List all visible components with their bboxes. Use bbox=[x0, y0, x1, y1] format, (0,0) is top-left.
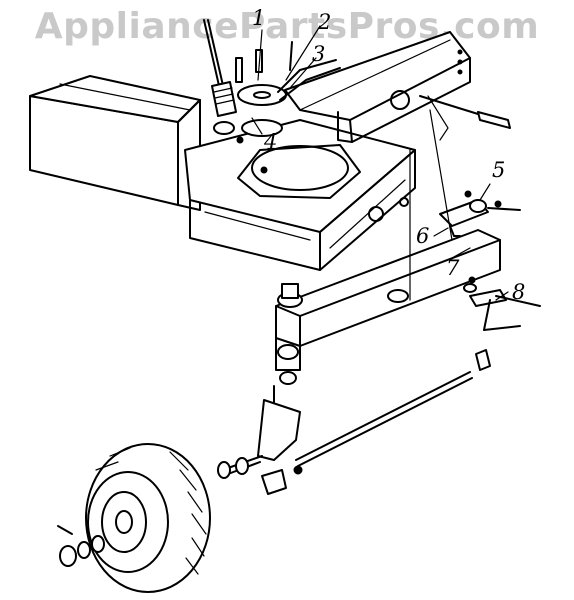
callout-2: 2 bbox=[318, 10, 332, 34]
callout-3: 3 bbox=[312, 42, 326, 66]
frame-bolt bbox=[419, 95, 511, 141]
front-wheel bbox=[85, 443, 211, 593]
upper-frame-member bbox=[284, 31, 471, 143]
callout-4: 4 bbox=[264, 130, 278, 154]
tie-rod bbox=[261, 349, 491, 495]
callout-1: 1 bbox=[252, 6, 266, 30]
pivot-bracket bbox=[439, 190, 521, 237]
right-spindle bbox=[463, 276, 541, 331]
guide-lines bbox=[409, 109, 453, 301]
left-spindle bbox=[217, 371, 301, 479]
front-axle bbox=[275, 229, 501, 371]
wheel-hardware bbox=[57, 525, 105, 567]
callout-6: 6 bbox=[416, 224, 430, 248]
callout-8: 8 bbox=[512, 280, 526, 304]
callout-7: 7 bbox=[446, 256, 460, 280]
callout-leaders bbox=[251, 25, 509, 301]
chassis-body bbox=[29, 75, 201, 211]
callout-5: 5 bbox=[492, 158, 506, 182]
main-frame bbox=[184, 119, 416, 271]
